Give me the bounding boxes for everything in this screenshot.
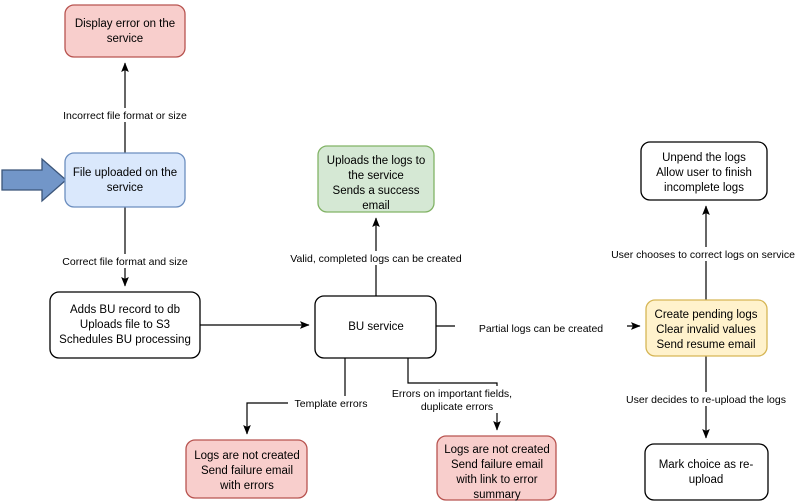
edge-label-template-errors-text: Template errors [295, 398, 368, 410]
node-logs-not-created-errors-shape[interactable] [185, 439, 308, 499]
node-adds-bu-record-line-1: Uploads file to S3 [80, 319, 170, 331]
edge-label-errors-important-fields-line-0: Errors on important fields, [392, 388, 512, 400]
edge-label-template-errors-bg [288, 396, 375, 410]
edge-label-partial-logs-bg [455, 321, 627, 335]
nodes-layer: Display error on the service File upload… [49, 4, 769, 501]
edge-label-user-decides-reupload-text: User decides to re-upload the logs [626, 394, 786, 406]
node-file-uploaded[interactable]: File uploaded on the service [64, 152, 186, 208]
node-mark-choice-reupload-line-0: Mark choice as re- [659, 459, 754, 471]
edge-label-user-decides-reupload: User decides to re-upload the logs [619, 392, 794, 406]
node-create-pending-logs-shape[interactable] [645, 299, 768, 357]
node-display-error[interactable]: Display error on the service [64, 4, 186, 58]
node-uploads-logs[interactable]: Uploads the logs to the service Sends a … [317, 145, 435, 213]
edge-label-user-chooses-correct: User chooses to correct logs on service [605, 247, 801, 261]
node-file-uploaded-shape[interactable] [64, 152, 186, 208]
node-bu-service-shape[interactable] [314, 295, 437, 359]
node-create-pending-logs-line-2: Send resume email [656, 339, 755, 351]
edge-labels-layer: Incorrect file format or size Correct fi… [53, 108, 801, 413]
node-logs-not-created-link-line-2: with link to error [455, 474, 537, 486]
block-arrow-shape [1, 157, 67, 203]
node-uploads-logs-line-3: email [362, 200, 389, 212]
node-logs-not-created-errors-line-2: with errors [219, 480, 274, 492]
node-create-pending-logs[interactable]: Create pending logs Clear invalid values… [645, 299, 768, 357]
edge-label-valid-completed: Valid, completed logs can be created [280, 251, 473, 265]
node-logs-not-created-link-shape[interactable] [436, 435, 557, 501]
node-unpend-logs[interactable]: Unpend the logs Allow user to finish inc… [640, 141, 768, 201]
edge-label-user-chooses-correct-bg [605, 247, 801, 261]
node-display-error-line-0: Display error on the [75, 18, 175, 30]
edge-label-errors-important-fields: Errors on important fields, duplicate er… [385, 386, 521, 413]
node-logs-not-created-link-line-3: summary [473, 489, 521, 501]
node-file-uploaded-line-1: service [107, 182, 143, 194]
node-uploads-logs-shape[interactable] [317, 145, 435, 213]
edge-label-errors-important-fields-line-1: duplicate errors [421, 401, 493, 413]
node-uploads-logs-line-2: Sends a success [333, 185, 420, 197]
edge-label-correct-format-text: Correct file format and size [62, 256, 188, 268]
input-block-arrow [1, 157, 67, 203]
node-bu-service[interactable]: BU service [314, 295, 437, 359]
node-mark-choice-reupload[interactable]: Mark choice as re- upload [644, 443, 769, 501]
edge-label-correct-format-bg [55, 254, 196, 268]
node-unpend-logs-line-0: Unpend the logs [662, 152, 746, 164]
node-logs-not-created-errors[interactable]: Logs are not created Send failure email … [185, 439, 308, 499]
edge-label-partial-logs: Partial logs can be created [455, 321, 627, 335]
node-adds-bu-record-line-0: Adds BU record to db [70, 304, 180, 316]
edge-label-correct-format: Correct file format and size [55, 254, 196, 268]
node-logs-not-created-link-line-0: Logs are not created [444, 444, 550, 456]
node-adds-bu-record-shape[interactable] [49, 291, 201, 359]
node-file-uploaded-line-0: File uploaded on the [73, 167, 177, 179]
node-bu-service-label: BU service [348, 321, 404, 333]
edge-label-user-decides-reupload-bg [619, 392, 794, 406]
node-mark-choice-reupload-line-1: upload [689, 474, 724, 486]
node-unpend-logs-line-2: incomplete logs [664, 182, 744, 194]
node-adds-bu-record-line-2: Schedules BU processing [59, 334, 191, 346]
edge-label-incorrect-format-bg [53, 108, 197, 122]
node-logs-not-created-errors-line-1: Send failure email [201, 465, 293, 477]
node-display-error-shape[interactable] [64, 4, 186, 58]
edge-label-partial-logs-text: Partial logs can be created [479, 323, 603, 335]
edge-label-incorrect-format-text: Incorrect file format or size [63, 110, 187, 122]
node-logs-not-created-errors-line-0: Logs are not created [194, 450, 300, 462]
node-uploads-logs-line-1: the service [348, 170, 404, 182]
node-mark-choice-reupload-shape[interactable] [644, 443, 769, 501]
edge-label-incorrect-format: Incorrect file format or size [53, 108, 197, 122]
edge-label-template-errors: Template errors [288, 396, 375, 410]
edge-label-valid-completed-bg [280, 251, 473, 265]
node-create-pending-logs-line-1: Clear invalid values [656, 324, 756, 336]
node-logs-not-created-link-line-1: Send failure email [451, 459, 543, 471]
edge-label-errors-important-fields-bg [385, 386, 521, 413]
node-logs-not-created-link[interactable]: Logs are not created Send failure email … [436, 435, 557, 501]
node-display-error-line-1: service [107, 33, 143, 45]
edge-label-user-chooses-correct-text: User chooses to correct logs on service [611, 249, 795, 261]
node-adds-bu-record[interactable]: Adds BU record to db Uploads file to S3 … [49, 291, 201, 359]
node-uploads-logs-line-0: Uploads the logs to [327, 155, 425, 167]
edge-label-valid-completed-text: Valid, completed logs can be created [290, 253, 462, 265]
node-unpend-logs-line-1: Allow user to finish [656, 167, 752, 179]
node-unpend-logs-shape[interactable] [640, 141, 768, 201]
node-create-pending-logs-line-0: Create pending logs [655, 309, 758, 321]
